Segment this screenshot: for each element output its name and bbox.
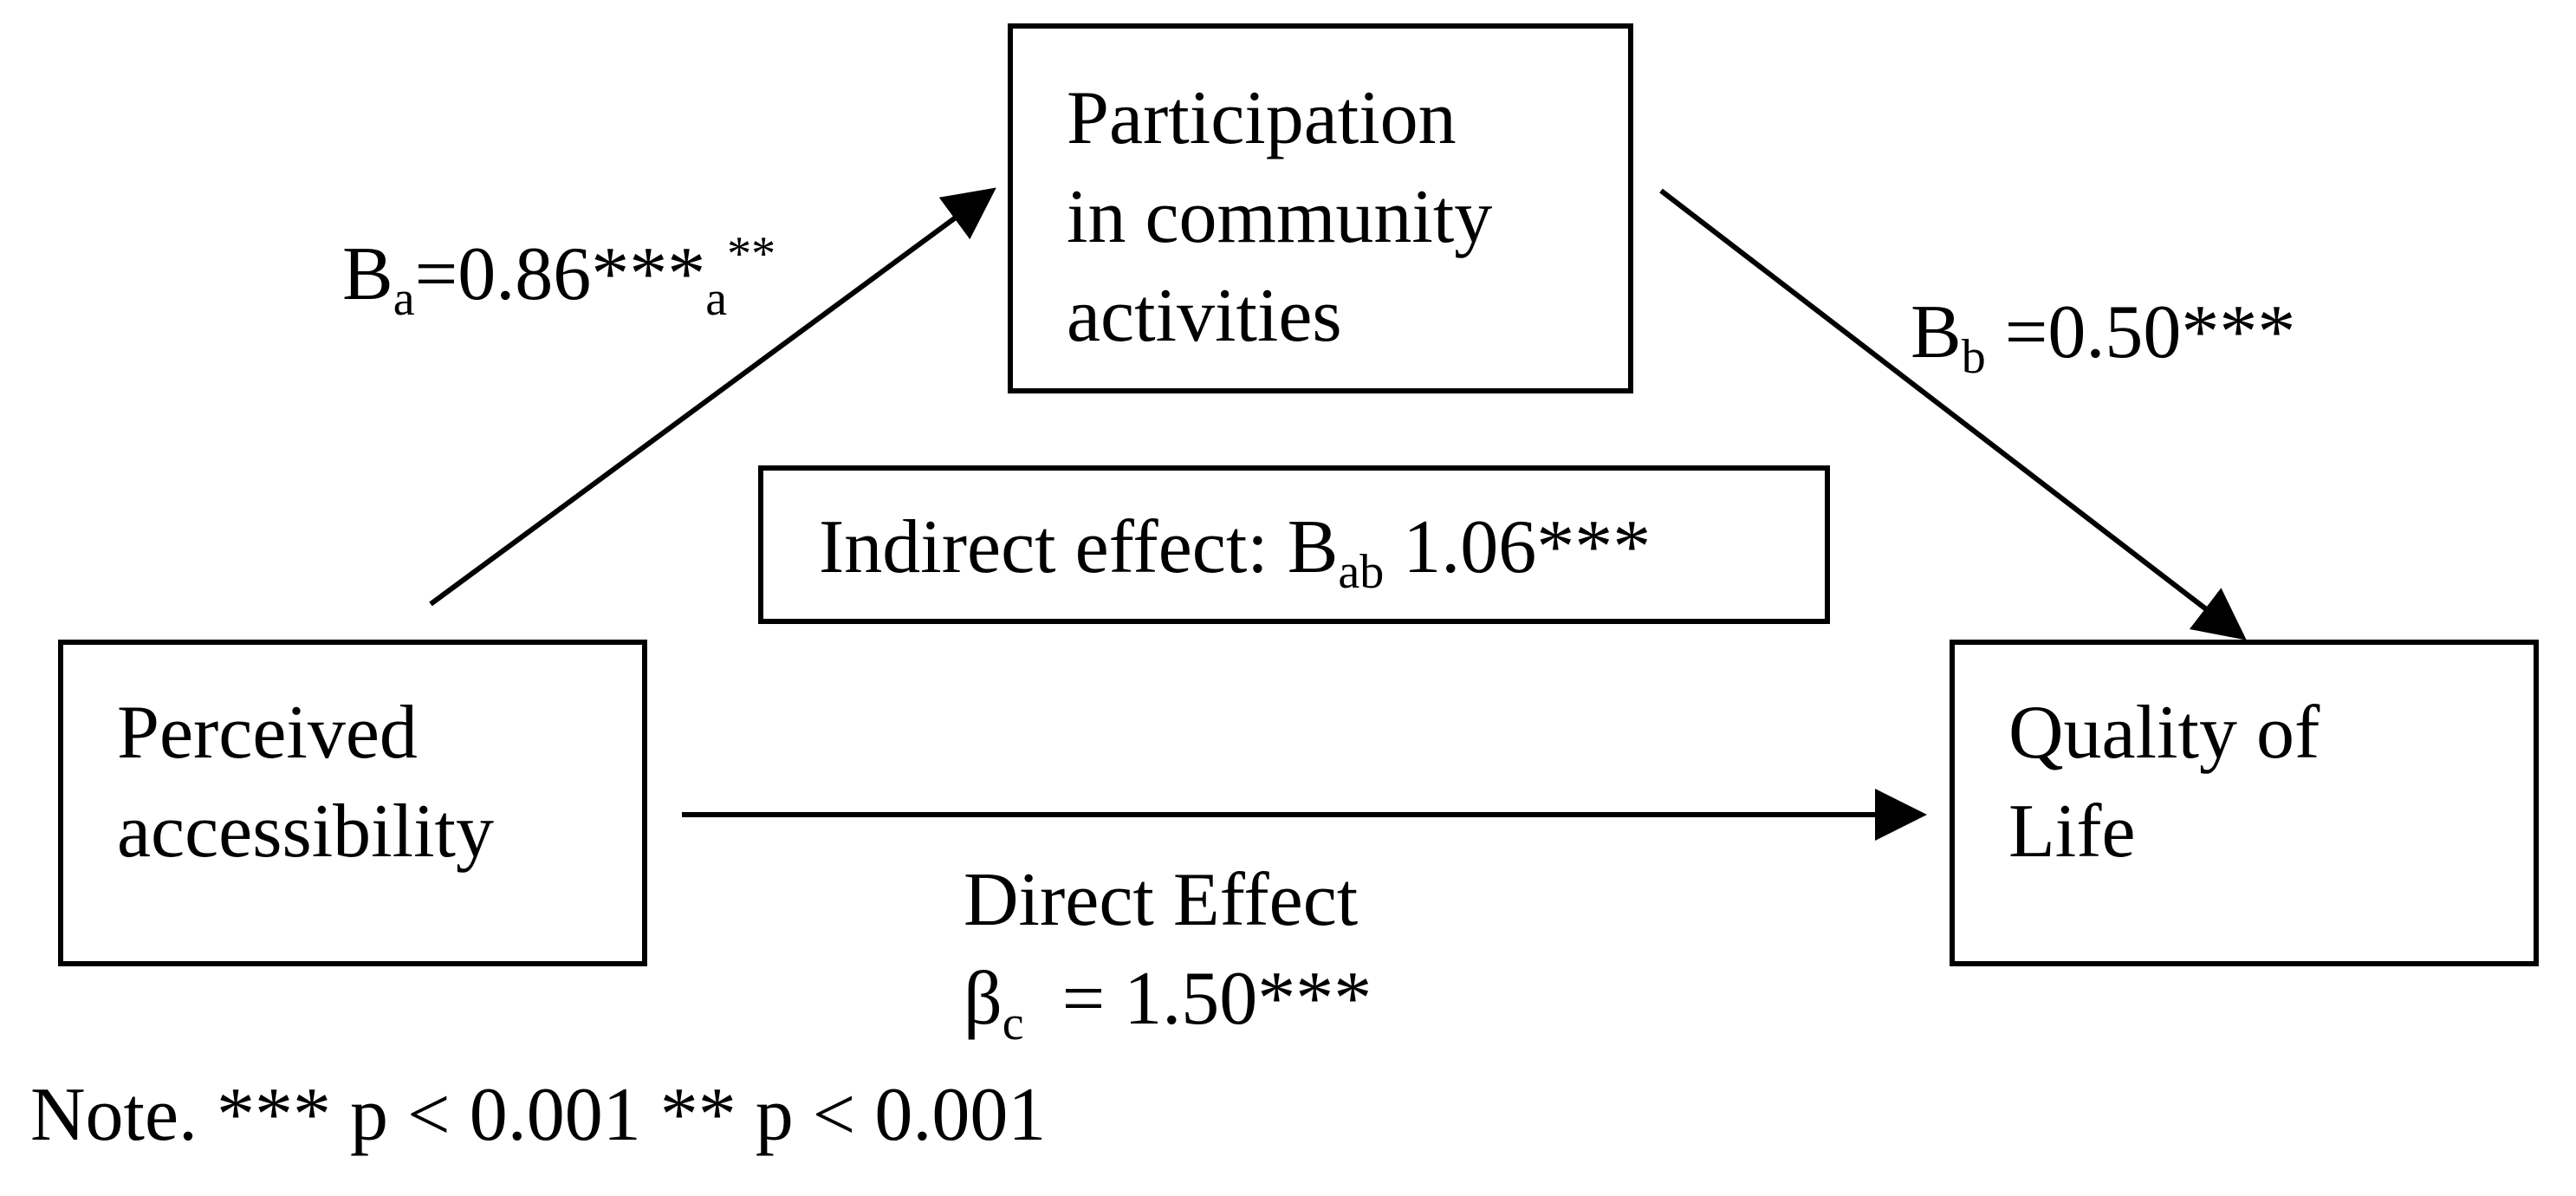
significance-note: Note. *** p < 0.001 ** p < 0.001 [30,1073,1047,1157]
direct-effect-coefficient: βc = 1.50*** [964,950,1372,1057]
indirect-effect-text: Indirect effect: Bab 1.06*** [819,498,1651,606]
outcome-line-1: Quality of [2008,691,2320,775]
outcome-line-2: Life [2008,790,2136,874]
path-b-coefficient: Bb =0.50*** [1911,283,2295,391]
path-a-symbol: B [342,232,393,316]
indirect-effect-value: 1.06*** [1384,505,1651,589]
predictor-box: Perceived accessibility [58,640,647,966]
outcome-box: Quality of Life [1950,640,2539,966]
mediator-line-1: Participation [1067,76,1457,160]
mediator-line-3: activities [1067,274,1342,358]
path-a-superscript: ** [727,227,776,281]
predictor-line-1: Perceived [117,691,418,775]
direct-effect-subscript: c [1002,997,1024,1050]
path-b-value: =0.50*** [1985,290,2296,374]
path-b-subscript: b [1961,330,1986,384]
arrow-path-b [1659,188,2247,640]
path-b-symbol: B [1911,290,1962,374]
path-a-value: =0.86*** [414,232,706,316]
path-a-coefficient: Ba=0.86***a** [342,225,775,333]
direct-effect-symbol: β [964,957,1002,1041]
path-a-subscript: a [393,272,415,326]
indirect-effect-box: Indirect effect: Bab 1.06*** [758,465,1830,624]
direct-effect-label: Direct Effect βc = 1.50*** [964,851,1372,1057]
path-a-trailing: a [705,272,728,326]
indirect-effect-prefix: Indirect effect: B [819,505,1339,589]
mediator-box: Participation in community activities [1008,23,1633,393]
direct-effect-title: Direct Effect [964,858,1359,942]
direct-effect-value: = 1.50*** [1023,957,1372,1041]
predictor-line-2: accessibility [117,790,494,874]
indirect-effect-subscript: ab [1338,545,1385,599]
arrow-path-a [429,187,996,607]
mediator-line-2: in community [1067,175,1493,259]
